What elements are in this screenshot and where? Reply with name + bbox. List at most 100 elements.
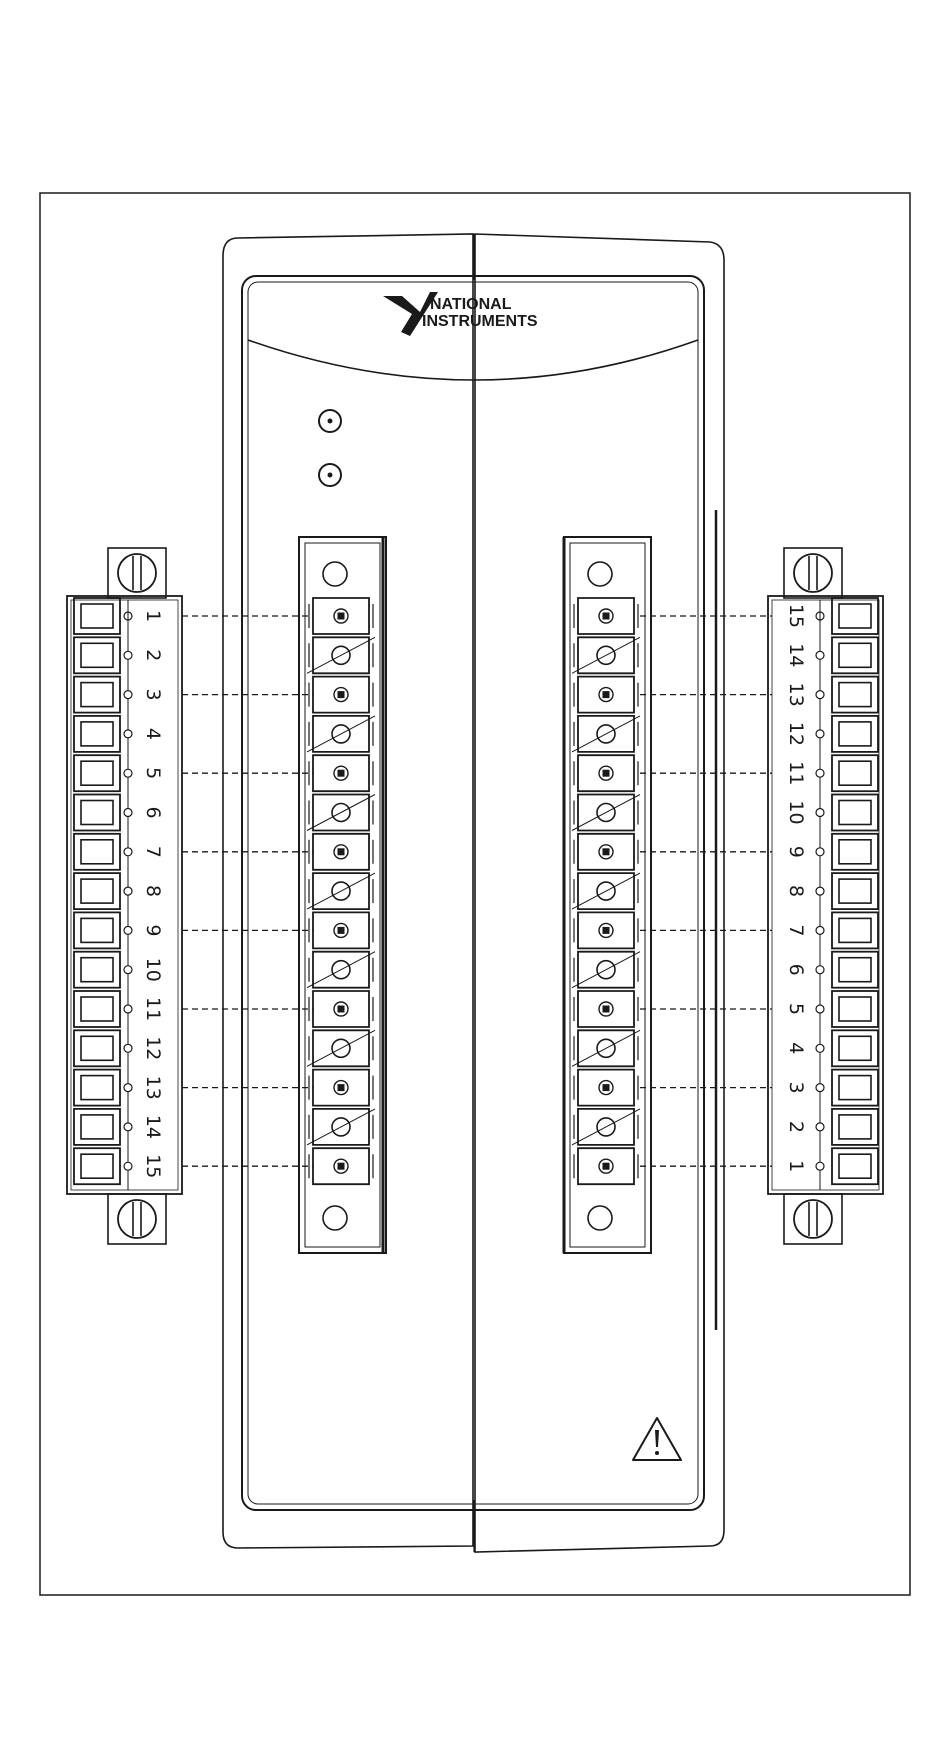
terminal: 12 bbox=[785, 716, 878, 752]
terminal: 2 bbox=[74, 637, 164, 673]
pin-number-label: 2 bbox=[785, 1121, 807, 1133]
header-socket bbox=[572, 873, 640, 909]
brand-logo: NATIONAL INSTRUMENTS bbox=[383, 292, 538, 336]
header-socket bbox=[572, 1030, 640, 1066]
terminal: 5 bbox=[785, 991, 878, 1027]
pin-number-label: 2 bbox=[142, 649, 164, 661]
status-leds bbox=[319, 410, 341, 486]
pin-number-label: 10 bbox=[142, 958, 164, 982]
brand-line2: INSTRUMENTS bbox=[422, 313, 538, 330]
header-socket bbox=[572, 1109, 640, 1145]
terminal: 8 bbox=[74, 873, 164, 909]
terminal: 5 bbox=[74, 755, 164, 791]
terminal: 7 bbox=[785, 912, 878, 948]
terminal: 10 bbox=[785, 795, 878, 831]
header-socket bbox=[309, 912, 373, 948]
header-socket bbox=[307, 795, 375, 831]
clamp-screw-icon bbox=[108, 1194, 166, 1244]
leader-lines bbox=[182, 616, 772, 1166]
pin-number-label: 13 bbox=[785, 683, 807, 707]
terminal: 14 bbox=[74, 1109, 164, 1145]
header-socket bbox=[307, 637, 375, 673]
terminal: 14 bbox=[785, 637, 878, 673]
terminal: 7 bbox=[74, 834, 164, 870]
header-socket bbox=[307, 716, 375, 752]
pin-number-label: 1 bbox=[785, 1160, 807, 1172]
header-socket bbox=[574, 1070, 638, 1106]
clamp-screw-icon bbox=[784, 1194, 842, 1244]
header-socket bbox=[574, 755, 638, 791]
mounting-hole-icon bbox=[323, 1206, 347, 1230]
pin-number-label: 14 bbox=[142, 1115, 164, 1139]
terminal: 11 bbox=[785, 755, 878, 791]
pin-number-label: 8 bbox=[785, 885, 807, 897]
terminal: 13 bbox=[74, 1070, 164, 1106]
terminal: 9 bbox=[785, 834, 878, 870]
header-strip bbox=[564, 537, 651, 1253]
mounting-hole-icon bbox=[588, 1206, 612, 1230]
header-socket bbox=[572, 795, 640, 831]
terminal: 4 bbox=[785, 1030, 878, 1066]
pin-number-label: 13 bbox=[142, 1076, 164, 1100]
right-terminal-block: 15 14 13 12 11 10 9 8 7 6 5 4 3 2 1 bbox=[768, 548, 883, 1244]
pin-number-label: 12 bbox=[142, 1036, 164, 1060]
pin-number-label: 11 bbox=[142, 997, 164, 1021]
header-socket bbox=[574, 834, 638, 870]
pin-number-label: 12 bbox=[785, 722, 807, 746]
header-socket bbox=[572, 952, 640, 988]
pin-number-label: 5 bbox=[142, 767, 164, 779]
pin-number-label: 6 bbox=[142, 806, 164, 818]
header-socket bbox=[574, 1148, 638, 1184]
terminal: 1 bbox=[785, 1148, 878, 1184]
pin-number-label: 11 bbox=[785, 761, 807, 785]
header-socket bbox=[307, 952, 375, 988]
header-socket bbox=[309, 677, 373, 713]
terminal: 4 bbox=[74, 716, 164, 752]
terminal: 3 bbox=[74, 677, 164, 713]
pin-number-label: 4 bbox=[142, 728, 164, 740]
pin-number-label: 3 bbox=[785, 1082, 807, 1094]
header-socket bbox=[309, 755, 373, 791]
pin-number-label: 10 bbox=[785, 800, 807, 824]
header-socket bbox=[572, 637, 640, 673]
terminal: 3 bbox=[785, 1070, 878, 1106]
terminal: 10 bbox=[74, 952, 164, 988]
pin-number-label: 5 bbox=[785, 1003, 807, 1015]
brand-line1: NATIONAL bbox=[430, 296, 512, 313]
header-socket bbox=[309, 1070, 373, 1106]
pin-number-label: 9 bbox=[785, 846, 807, 858]
terminal: 13 bbox=[785, 677, 878, 713]
header-socket bbox=[307, 1030, 375, 1066]
header-socket bbox=[574, 912, 638, 948]
terminal: 6 bbox=[785, 952, 878, 988]
header-socket bbox=[309, 1148, 373, 1184]
clamp-screw-icon bbox=[784, 548, 842, 598]
header-socket bbox=[309, 834, 373, 870]
terminal: 6 bbox=[74, 795, 164, 831]
pin-number-label: 7 bbox=[785, 924, 807, 936]
header-socket bbox=[572, 716, 640, 752]
header-socket bbox=[307, 1109, 375, 1145]
mounting-hole-icon bbox=[588, 562, 612, 586]
pin-number-label: 15 bbox=[785, 604, 807, 628]
pin-number-label: 1 bbox=[142, 610, 164, 622]
pin-number-label: 14 bbox=[785, 643, 807, 667]
pin-number-label: 4 bbox=[785, 1042, 807, 1054]
pin-number-label: 8 bbox=[142, 885, 164, 897]
mounting-hole-icon bbox=[323, 562, 347, 586]
terminal: 12 bbox=[74, 1030, 164, 1066]
terminal: 2 bbox=[785, 1109, 878, 1145]
pin-number-label: 9 bbox=[142, 924, 164, 936]
header-socket bbox=[574, 677, 638, 713]
header-socket bbox=[574, 598, 638, 634]
header-socket bbox=[309, 991, 373, 1027]
status-led-icon bbox=[319, 464, 341, 486]
pin-number-label: 3 bbox=[142, 689, 164, 701]
terminal: 11 bbox=[74, 991, 164, 1027]
terminal: 8 bbox=[785, 873, 878, 909]
status-led-icon bbox=[319, 410, 341, 432]
terminal: 9 bbox=[74, 912, 164, 948]
